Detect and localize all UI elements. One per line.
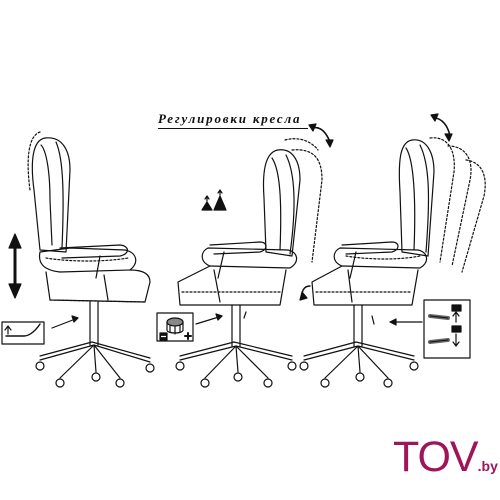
chair-recline-adjust xyxy=(299,137,486,388)
tov-logo: TOV.by xyxy=(393,432,498,482)
recline-rotate-icon xyxy=(430,113,453,142)
armrest-adjust-icon xyxy=(201,189,227,211)
chair-height-adjust xyxy=(27,131,155,388)
tension-knob-inset xyxy=(156,312,194,342)
logo-name: TOV xyxy=(393,433,479,481)
height-arrow-icon xyxy=(8,233,22,299)
chair-tension-adjust xyxy=(175,138,323,388)
rotate-arrow-icon xyxy=(308,123,334,148)
logo-suffix: .by xyxy=(477,458,498,474)
lift-lever-inset xyxy=(1,321,45,345)
title-underline xyxy=(158,128,308,129)
recline-lever-inset xyxy=(423,299,471,359)
diagram-title: Регулировки кресла xyxy=(158,111,302,126)
